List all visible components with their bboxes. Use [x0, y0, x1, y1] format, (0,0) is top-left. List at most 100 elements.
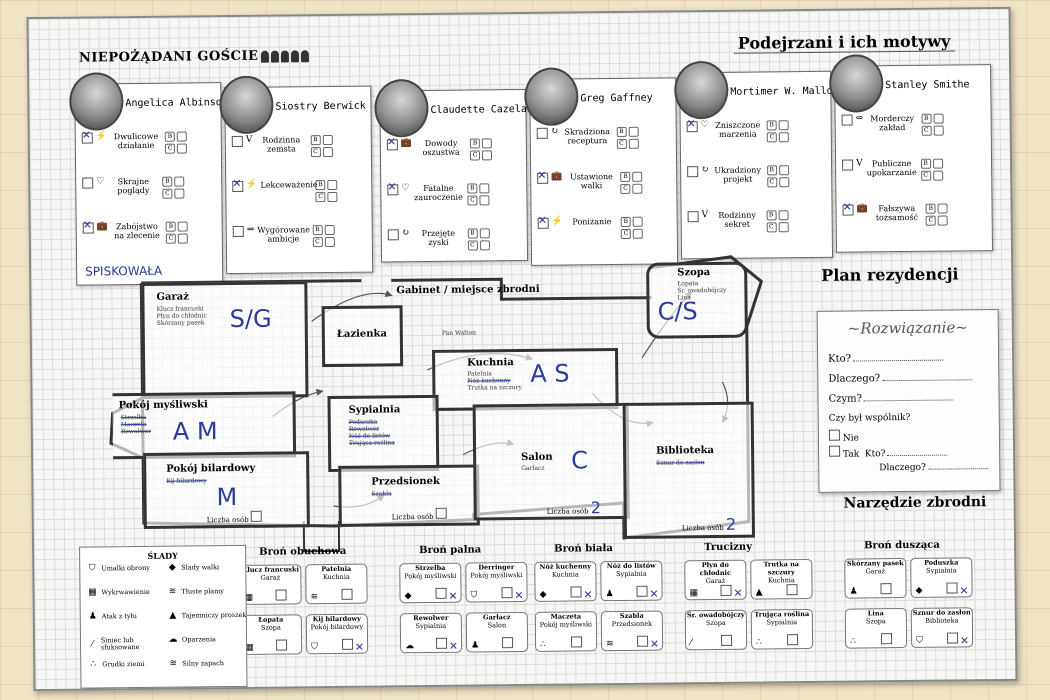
weapon-checkbox[interactable] — [721, 634, 733, 646]
dots-icon: ∴ — [756, 637, 762, 648]
wave-icon: ≋ — [606, 639, 614, 650]
weapon-checkbox[interactable] — [276, 639, 288, 651]
handwritten-note: A S — [530, 359, 570, 388]
plan-title: Plan rezydencji — [821, 264, 959, 285]
legend-item: ≋Silny zapach — [167, 658, 247, 669]
weapon-checkbox[interactable] — [880, 633, 893, 645]
weapon-checkbox[interactable] — [435, 587, 447, 599]
room-name: Sypialnia — [348, 404, 401, 416]
weapon-checkbox[interactable] — [720, 584, 732, 596]
legend-item: ∴Grudki ziemi — [87, 659, 167, 670]
room-name: Garaż — [156, 291, 189, 303]
triangle-icon: ▲ — [755, 587, 763, 598]
legend-item: ≋Tłuste plamy — [166, 587, 246, 597]
room-library: Biblioteka Sznur do zasłon Liczba osób 2 — [622, 401, 755, 539]
room-name: Salon — [521, 451, 553, 464]
shield-icon: ⛉ — [916, 635, 923, 646]
weapon-checkbox[interactable] — [880, 583, 892, 595]
weapon-checkbox[interactable] — [436, 637, 448, 649]
room-salon: Salon Garłacz C Liczba osób 2 — [472, 402, 630, 521]
room-name: Szopa — [677, 267, 711, 279]
wave-icon: ≋ — [169, 658, 178, 669]
solution-why[interactable]: Dlaczego? — [828, 372, 973, 385]
legend-item: ▦Wykrwawienie — [88, 587, 150, 598]
victim-label: Pan Walton — [441, 329, 477, 337]
weapon-group-title: Broń dusząca — [864, 539, 940, 552]
diamond-icon: ◆ — [404, 591, 412, 602]
weapon-checkbox[interactable] — [342, 638, 354, 650]
weapon-group-title: Broń palna — [419, 544, 482, 557]
weapon-checkbox[interactable] — [341, 588, 353, 600]
weapon-room: Szopa — [260, 623, 281, 632]
legend-item: ⁄Siniec lub sfuksowane — [87, 636, 167, 652]
diamond-icon: ◆ — [915, 585, 923, 596]
partner-why[interactable]: Dlaczego? — [879, 462, 988, 473]
diamond-icon: ◆ — [539, 589, 547, 600]
weapon-checkbox[interactable] — [502, 637, 514, 649]
hatch-icon: ▦ — [689, 588, 699, 599]
cross-mark: ✕ — [733, 586, 743, 600]
room-count: Liczba osób 2 — [681, 514, 737, 534]
room-name: Łazienka — [336, 328, 388, 340]
weapon-room: Pokój bilardowy — [310, 622, 364, 632]
shield-icon: ⛉ — [88, 563, 96, 574]
handwritten-note: C — [571, 446, 589, 475]
weapon-checkbox[interactable] — [571, 636, 583, 648]
solution-who[interactable]: Kto? — [828, 353, 944, 365]
legend-title: ŚLADY — [147, 550, 178, 561]
room-count: Liczba osób 2 — [546, 498, 602, 518]
dots-icon: ∴ — [850, 636, 856, 647]
weapons-title: Narzędzie zbrodni — [843, 494, 987, 512]
solution-weapon[interactable]: Czym? — [828, 392, 954, 405]
slash-icon: ⁄ — [690, 638, 692, 649]
weapon-room: Sypialnia — [766, 618, 798, 627]
room-hallway: Przedsionek Szabla Liczba osób — [338, 464, 480, 527]
weapon-room: Pokój myśliwski — [404, 571, 457, 581]
legend-item: ◆Ślady walki — [166, 563, 246, 573]
weapon-room: Sypialnia — [415, 621, 447, 631]
weapon-room: Szopa — [865, 617, 886, 626]
weapon-checkbox[interactable] — [275, 589, 287, 601]
weapon-room: Garaż — [705, 576, 726, 586]
dots-icon: ∴ — [90, 659, 97, 670]
man-icon: ♟ — [471, 640, 480, 651]
partner-question: Czy był wspólnik? — [828, 412, 911, 424]
weapon-checkbox[interactable] — [570, 586, 582, 598]
room-study: Gabinet / miejsce zbrodni Pan Walton — [396, 284, 539, 337]
partner-no[interactable]: Nie — [828, 429, 859, 444]
room-billiard: Pokój bilardowy Kij bilardowy M Liczba o… — [143, 451, 310, 529]
weapon-checkbox[interactable] — [946, 632, 959, 644]
weapon-checkbox[interactable] — [637, 635, 649, 647]
weapon-checkbox[interactable] — [501, 587, 513, 599]
partner-yes[interactable]: Tak Kto? — [829, 445, 948, 460]
weapon-checkbox[interactable] — [787, 634, 799, 646]
weapon-checkbox[interactable] — [786, 584, 798, 596]
weapon-checkbox[interactable] — [946, 582, 958, 594]
weapon-checkbox[interactable] — [636, 585, 648, 597]
weapon-room: Przedsionek — [611, 619, 653, 629]
